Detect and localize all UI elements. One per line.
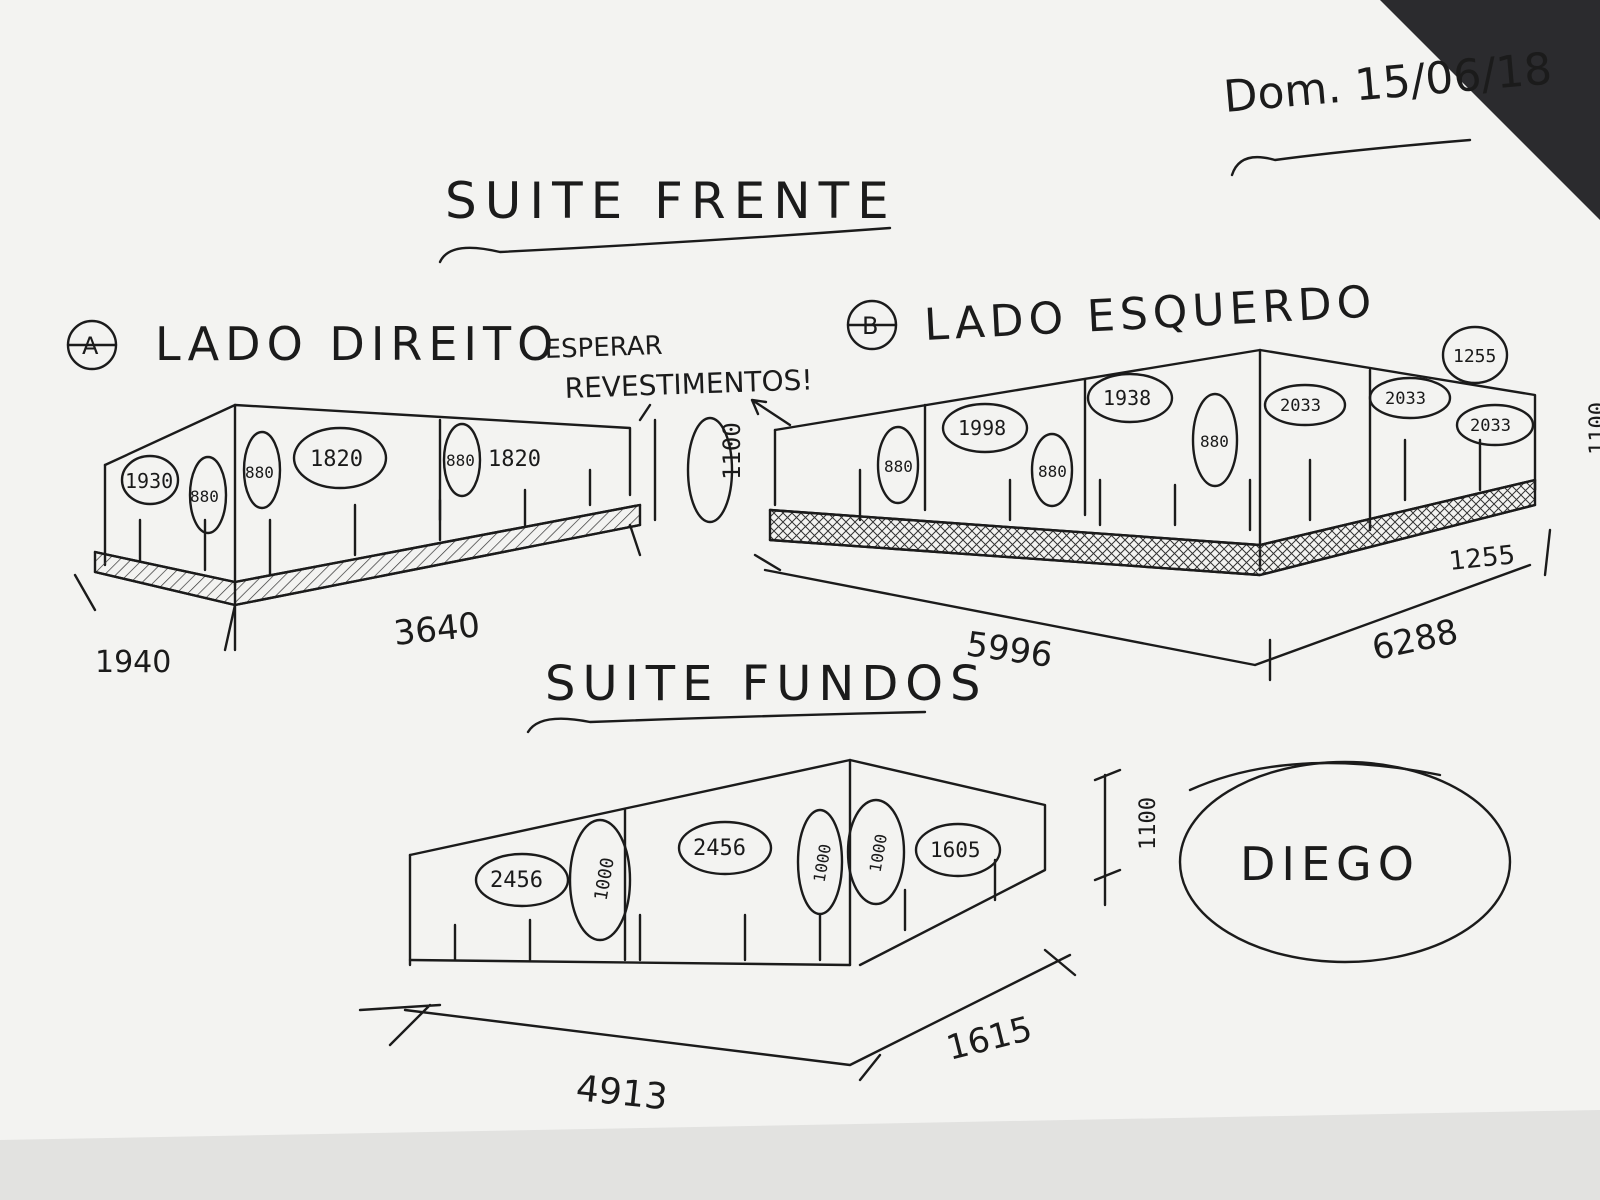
marker-label: A	[82, 332, 99, 360]
height-label: 1100	[718, 422, 746, 480]
signature-name: DIEGO	[1240, 837, 1420, 891]
dim-side: 1940	[95, 645, 171, 680]
wall-label: 2033	[1280, 396, 1321, 416]
wall-label: 1820	[310, 447, 363, 472]
marker-lado-direito: A	[66, 319, 118, 371]
title-suite-fundos-underline	[526, 710, 927, 734]
wall-label: 1820	[488, 447, 541, 472]
title-suite-fundos: SUITE FUNDOS	[545, 656, 988, 712]
under-sheet	[0, 1110, 1600, 1200]
wall-label: 2033	[1470, 416, 1511, 436]
note-arrows	[638, 398, 792, 427]
wall-label: 1998	[958, 416, 1006, 440]
wall-label: 880	[1200, 432, 1229, 451]
sketch-frente-lado-direito: 1930 880 880 1820 880 1820 1100 1940 364…	[73, 403, 746, 680]
dim-length: 4913	[574, 1068, 669, 1118]
height-label: 1100	[1136, 797, 1161, 850]
note-esperar: ESPERAR	[544, 331, 663, 365]
oval-label	[120, 454, 180, 506]
sketch-frente-lado-esquerdo: 880 1998 880 1938 880 2033 2033 1255 203…	[753, 325, 1600, 682]
wall-label: 2033	[1385, 389, 1426, 409]
label-lado-direito: LADO DIREITO	[155, 317, 559, 371]
wall-label: 880	[1038, 462, 1067, 481]
signature-stamp: DIEGO	[1178, 760, 1512, 964]
wall-label: 1930	[125, 469, 173, 493]
dim-ticks	[73, 418, 657, 652]
wall-label: 880	[245, 463, 274, 482]
height-label: 1100	[1586, 402, 1600, 455]
wall-label: 880	[446, 451, 475, 470]
wall-label: 1938	[1103, 386, 1151, 410]
dim-short: 1255	[1448, 540, 1517, 577]
wall-label: 2456	[490, 868, 543, 893]
wall-label: 880	[190, 487, 219, 506]
sketch-fundos: 2456 1000 2456 1000 1000 1605 1100 4913 …	[358, 758, 1161, 1119]
title-suite-frente-underline	[438, 226, 892, 264]
wall-outline	[103, 403, 632, 497]
wall-label: 1255	[1453, 346, 1496, 367]
dim-lines	[753, 528, 1552, 682]
marker-lado-esquerdo: B	[846, 299, 898, 351]
wall-label: 2456	[693, 836, 746, 861]
wall-label: 1605	[930, 838, 981, 862]
dim-length: 3640	[392, 605, 482, 654]
wall-label: 880	[884, 457, 913, 476]
marker-label: B	[862, 312, 878, 340]
date-underline	[1230, 138, 1472, 177]
title-suite-frente: SUITE FRENTE	[445, 172, 897, 230]
dim-ticks	[358, 768, 1122, 1082]
